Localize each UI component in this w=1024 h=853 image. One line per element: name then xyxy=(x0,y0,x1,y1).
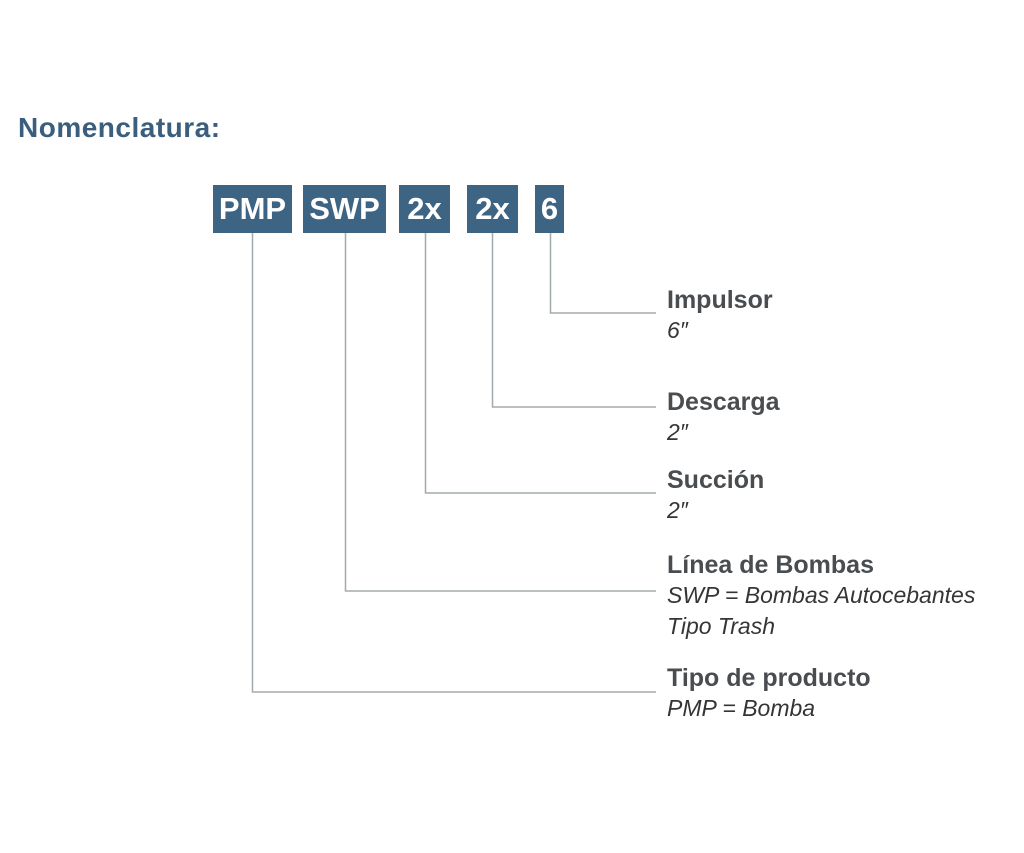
code-box-swp: SWP xyxy=(303,185,386,233)
annotation-descarga: Descarga 2″ xyxy=(667,387,780,448)
connector-line-descarga xyxy=(491,233,656,408)
connector-line-linea-de-bombas xyxy=(344,233,656,592)
annotation-title: Succión xyxy=(667,466,765,494)
annotation-value: SWP = Bombas Autocebantes xyxy=(667,582,976,608)
annotation-value: PMP = Bomba xyxy=(667,695,816,721)
code-box-discharge-size: 2x xyxy=(467,185,518,233)
connector-line-impulsor xyxy=(549,233,656,314)
connector-line-succion xyxy=(424,233,656,494)
annotation-title: Tipo de producto xyxy=(667,664,871,692)
connector-line-tipo-de-producto xyxy=(251,233,656,693)
code-box-pmp: PMP xyxy=(213,185,292,233)
annotation-linea-de-bombas: Línea de Bombas SWP = Bombas Autocebante… xyxy=(667,550,975,642)
annotation-value: 2″ xyxy=(667,497,688,523)
annotation-title: Línea de Bombas xyxy=(667,551,874,579)
page-title: Nomenclatura: xyxy=(18,112,221,143)
annotation-title: Descarga xyxy=(667,388,780,416)
annotation-tipo-de-producto: Tipo de producto PMP = Bomba xyxy=(667,663,871,724)
code-box-suction-size: 2x xyxy=(399,185,450,233)
annotation-value: Tipo Trash xyxy=(667,613,776,639)
annotation-impulsor: Impulsor 6″ xyxy=(667,285,773,346)
code-box-impeller-size: 6 xyxy=(535,185,564,233)
annotation-value: 6″ xyxy=(667,317,688,343)
annotation-title: Impulsor xyxy=(667,286,773,314)
annotation-succion: Succión 2″ xyxy=(667,465,764,526)
annotation-value: 2″ xyxy=(667,419,688,445)
